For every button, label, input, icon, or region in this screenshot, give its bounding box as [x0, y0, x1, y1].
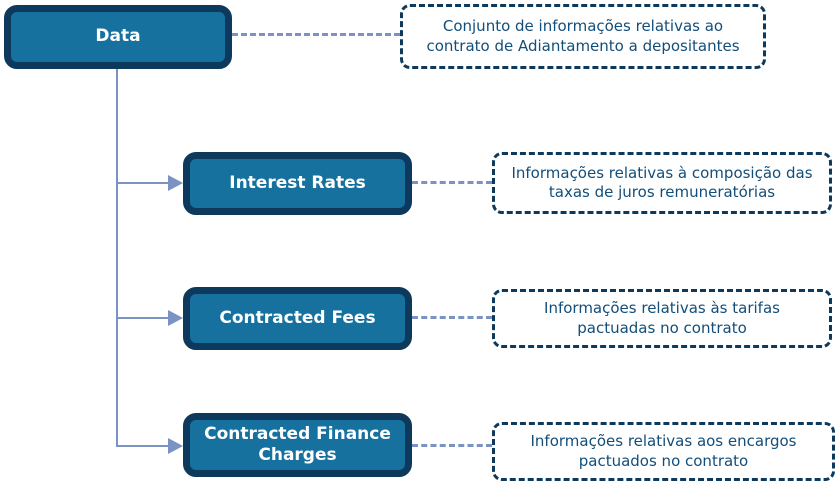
node-data: Data: [4, 5, 232, 69]
node-contracted-fees: Contracted Fees: [183, 287, 412, 350]
annotation-contracted-finance-charges-description: Informações relativas aos encargos pactu…: [492, 422, 835, 481]
dashed-connector-contracted-fees-annotation: [412, 316, 492, 319]
annotation-interest-rates-description: Informações relativas à composição das t…: [492, 152, 832, 214]
node-interest-rates: Interest Rates: [183, 152, 412, 215]
arrow-right-icon: [168, 175, 183, 191]
dashed-connector-interest-rates-annotation: [412, 181, 492, 184]
node-interest-rates-label: Interest Rates: [229, 172, 366, 193]
connector-branch-interest-rates: [116, 182, 170, 184]
annotation-data-description: Conjunto de informações relativas ao con…: [400, 4, 766, 69]
annotation-interest-rates-text: Informações relativas à composição das t…: [511, 163, 813, 202]
node-contracted-fees-label: Contracted Fees: [219, 307, 376, 328]
arrow-right-icon: [168, 310, 183, 326]
connector-vertical-trunk: [116, 69, 118, 447]
annotation-contracted-fees-text: Informações relativas às tarifas pactuad…: [544, 299, 780, 337]
dashed-connector-data-annotation: [232, 33, 400, 36]
arrow-right-icon: [168, 438, 183, 454]
annotation-contracted-fees-description: Informações relativas às tarifas pactuad…: [492, 289, 832, 348]
node-contracted-finance-charges: Contracted Finance Charges: [183, 413, 412, 477]
node-data-label: Data: [95, 26, 141, 47]
node-contracted-finance-charges-label: Contracted Finance Charges: [204, 423, 391, 465]
connector-branch-contracted-finance-charges: [116, 445, 170, 447]
dashed-connector-contracted-finance-charges-annotation: [412, 444, 492, 447]
annotation-contracted-finance-charges-text: Informações relativas aos encargos pactu…: [530, 432, 797, 470]
connector-branch-contracted-fees: [116, 317, 170, 319]
annotation-data-text: Conjunto de informações relativas ao con…: [426, 17, 740, 55]
